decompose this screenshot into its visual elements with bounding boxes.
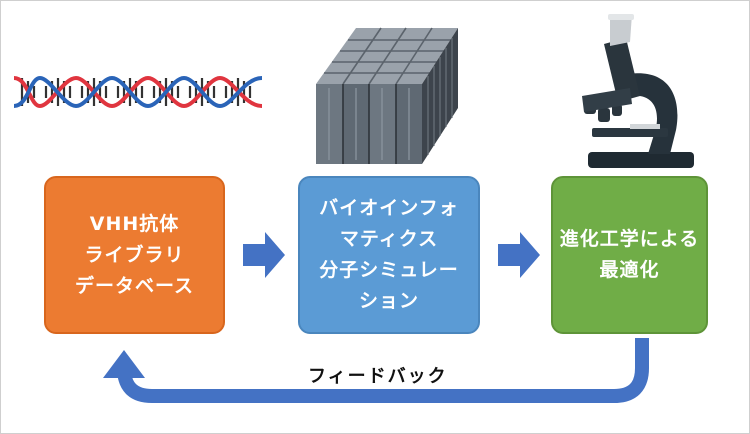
- evolution-optimization-box: 進化工学による 最適化: [551, 176, 708, 334]
- bioinformatics-label-line-1: バイオインフォ: [319, 197, 459, 219]
- microscope-icon: [582, 14, 694, 168]
- evolution-label-line-1: 進化工学による: [559, 228, 700, 250]
- evolution-label-line-2: 最適化: [599, 259, 660, 281]
- vhh-database-box: VHH抗体 ライブラリ データベース: [44, 176, 225, 334]
- database-label-line-1: VHH抗体: [89, 212, 180, 235]
- database-label-line-3: データベース: [74, 274, 195, 297]
- arrow-right-icon: [243, 232, 285, 278]
- database-label-line-2: ライブラリ: [84, 243, 185, 266]
- bioinformatics-label-line-3: 分子シミュレー: [319, 259, 459, 281]
- supercomputer-icon: [316, 27, 458, 164]
- bioinformatics-label-line-4: ション: [358, 290, 419, 312]
- arrow-right-icon: [498, 232, 540, 278]
- feedback-label: フィードバック: [308, 366, 448, 387]
- bioinformatics-box: バイオインフォ マティクス 分子シミュレー ション: [298, 176, 480, 334]
- dna-icon: [13, 75, 263, 109]
- bioinformatics-label-line-2: マティクス: [339, 228, 439, 250]
